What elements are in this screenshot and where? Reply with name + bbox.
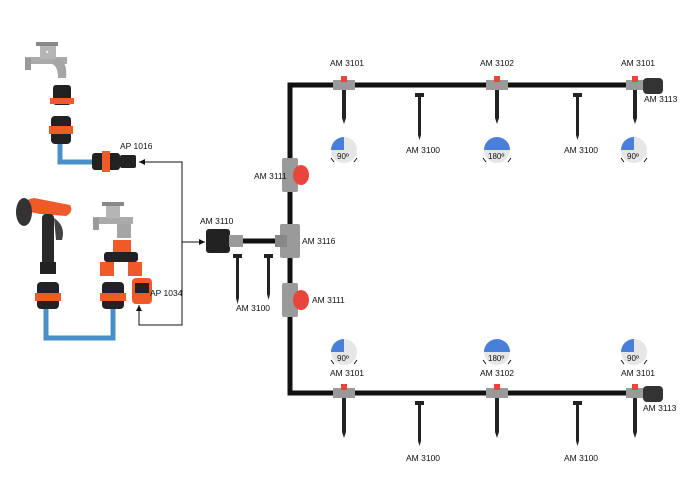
faucet-bottom [93,202,133,238]
stake-center-1 [233,254,242,304]
sprinkler-top-right [626,76,644,124]
label-am3110: AM 3110 [200,216,234,226]
hose-connector-gun [35,282,61,309]
spray-pattern-bottom-left: 90º [330,339,358,365]
label-bot-am3100-left: AM 3100 [406,453,440,463]
label-ap1034: AP 1034 [150,288,183,298]
spray-pattern-top-left: 90º [330,137,358,163]
label-ap1016: AP 1016 [120,141,153,151]
label-am3100-center: AM 3100 [236,303,270,313]
spray-angle-top-left: 90º [337,152,349,161]
spray-pattern-bottom-right: 90º [620,339,648,365]
spray-angle-bottom-right: 90º [627,354,639,363]
end-cap-am3113-top [643,78,663,94]
label-top-am3100-left: AM 3100 [406,145,440,155]
quick-connector-ap1016 [92,151,136,172]
svg-text:▪: ▪ [46,49,49,56]
spray-gun-icon [16,198,72,274]
hose-loop [43,309,116,341]
end-cap-am3113-bottom [643,386,663,402]
stake-bottom-1 [415,401,424,446]
sprinkler-bottom-right [626,384,644,438]
sprinkler-bottom-left [333,384,355,438]
sprinkler-top-middle [486,76,508,124]
spray-pattern-top-right: 90º [620,137,648,163]
label-top-am3113: AM 3113 [644,94,678,104]
hose-connector-top [49,116,73,144]
stake-bottom-2 [573,401,582,446]
label-am3111-bottom: AM 3111 [312,295,345,305]
spray-angle-top-right: 90º [627,152,639,161]
label-top-am3102: AM 3102 [480,58,514,68]
stake-top-1 [415,93,424,140]
spray-pattern-top-middle: 180º [482,137,512,163]
valve-am3111-bottom [282,283,309,317]
flow-arrow-lower [138,242,183,326]
label-bot-am3101-left: AM 3101 [330,368,364,378]
valve-am3111-top [282,158,309,192]
hose-top [57,144,95,165]
adapter-ap1034 [132,278,152,304]
label-am3116: AM 3116 [302,236,336,246]
pressure-reducer-am3110 [206,229,243,253]
spray-angle-bottom-middle: 180º [488,354,504,363]
hose-connector-mid [100,282,126,309]
label-top-am3101-left: AM 3101 [330,58,364,68]
label-bot-am3113: AM 3113 [643,403,677,413]
spray-angle-top-middle: 180º [488,152,504,161]
label-am3111-top: AM 3111 [254,171,287,181]
y-splitter-connector [100,240,142,276]
label-bot-am3102: AM 3102 [480,368,514,378]
stake-center-2 [264,254,273,300]
label-bot-am3101-right: AM 3101 [621,368,655,378]
tap-connector-top [50,85,74,105]
tee-connector-am3116 [275,224,300,258]
spray-pattern-bottom-middle: 180º [482,339,512,365]
label-top-am3100-right: AM 3100 [564,145,598,155]
flow-arrow-upper [139,161,205,243]
spray-angle-bottom-left: 90º [337,354,349,363]
stake-top-2 [573,93,582,140]
faucet-top: ▪ [25,42,67,78]
sprinkler-bottom-middle [486,384,508,438]
sprinkler-top-left [333,76,355,124]
label-top-am3101-right: AM 3101 [621,58,655,68]
label-bot-am3100-right: AM 3100 [564,453,598,463]
